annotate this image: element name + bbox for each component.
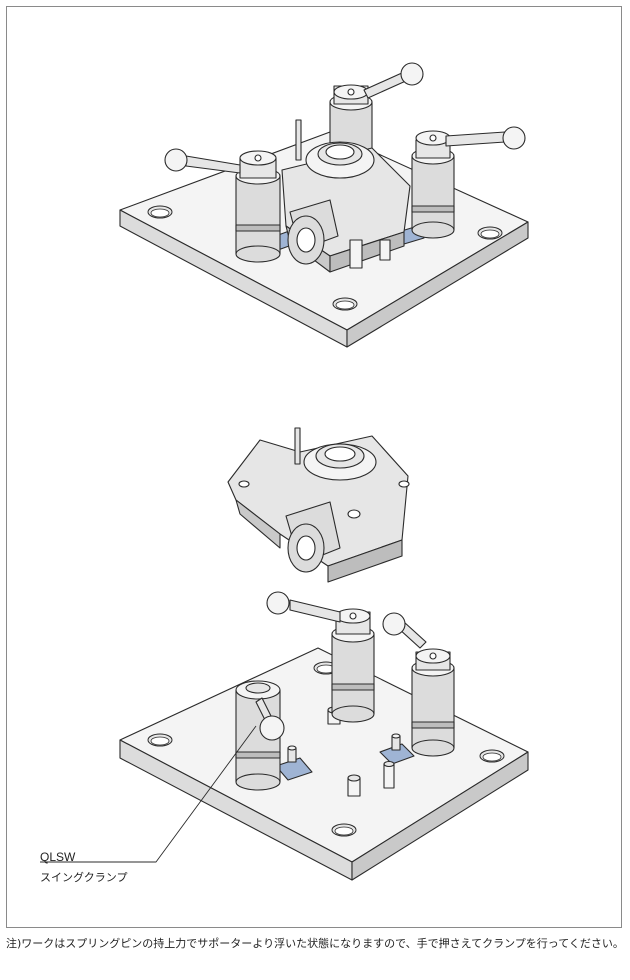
swing-clamp-right-top	[411, 126, 526, 239]
callout-part-name: スイングクランプ	[40, 871, 128, 884]
workpiece-clamped	[281, 119, 411, 273]
fixture-unclamped	[40, 591, 529, 881]
workpiece-exploded	[227, 427, 410, 583]
base-plate-bottom	[119, 647, 529, 881]
drawing-frame	[6, 6, 622, 928]
support-left	[275, 745, 313, 781]
support-right	[379, 733, 415, 765]
swing-clamp-left-bottom	[235, 680, 285, 791]
footnote: 注)ワークはスプリングピンの持上力でサポーターより浮いた状態になりますので、手で…	[6, 937, 624, 950]
assembled-fixture	[119, 62, 529, 348]
callout-leader	[40, 725, 257, 863]
swing-clamp-back-bottom	[266, 591, 375, 723]
swing-clamp-back-top	[329, 62, 424, 155]
callout-model-label: QLSW	[40, 850, 76, 864]
swing-clamp-left-top	[164, 148, 281, 263]
swing-clamp-right-bottom	[382, 612, 455, 757]
